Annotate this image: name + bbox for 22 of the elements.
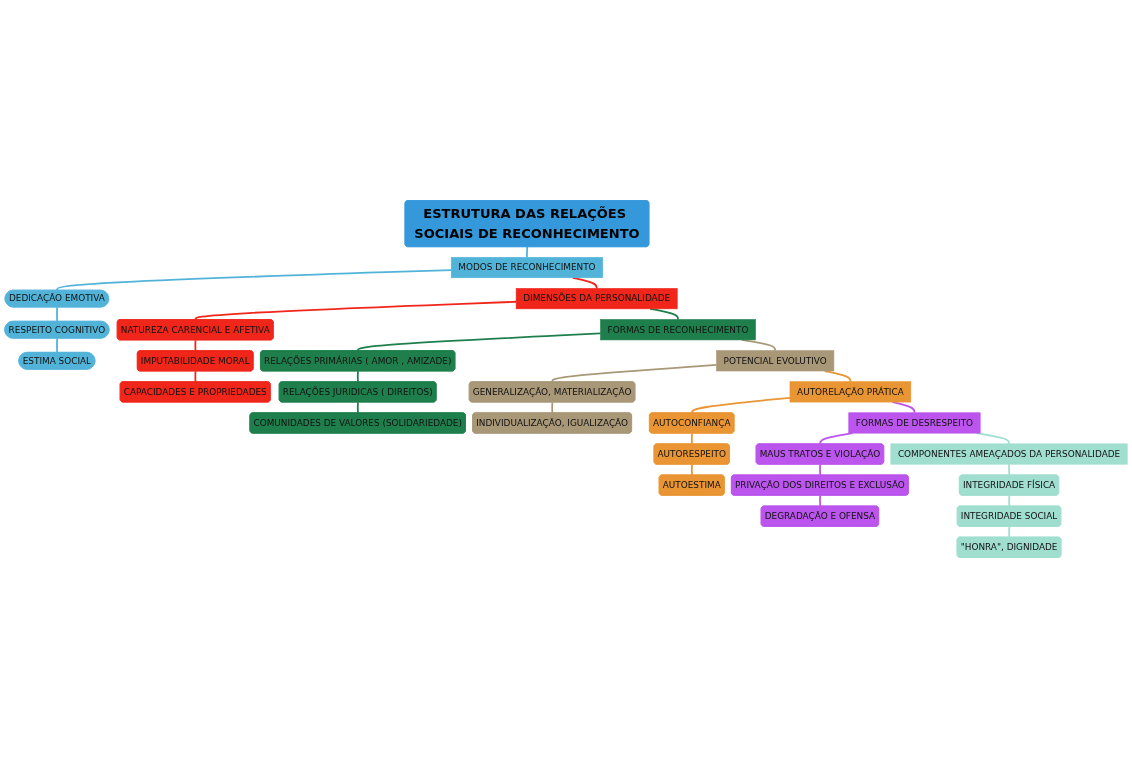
connector [56,337,59,354]
connector [194,300,518,321]
connector [56,306,59,323]
node-box: DIMENSÕES DA PERSONALIDADE [515,288,678,310]
connector [551,364,718,383]
node-box: MODOS DE RECONHECIMENTO [450,257,603,279]
node-box: POTENCIAL EVOLUTIVO [716,350,835,372]
connector [357,332,602,352]
connector [571,276,598,290]
connector [551,401,554,414]
connector [690,432,693,445]
connector [56,269,453,292]
connector [1008,525,1011,539]
node-box: AUTORELAÇÃO PRÁTICA [789,381,912,403]
node-box: FORMAS DE RECONHECIMENTO [600,319,756,341]
connector [691,396,791,414]
node-box: COMPONENTES AMEAÇADOS DA PERSONALIDADE [890,443,1128,465]
node-box: FORMAS DE DESRESPEITO [848,412,981,434]
connector [526,246,529,259]
connector [649,307,679,321]
connector [356,370,359,383]
connector [356,401,359,414]
